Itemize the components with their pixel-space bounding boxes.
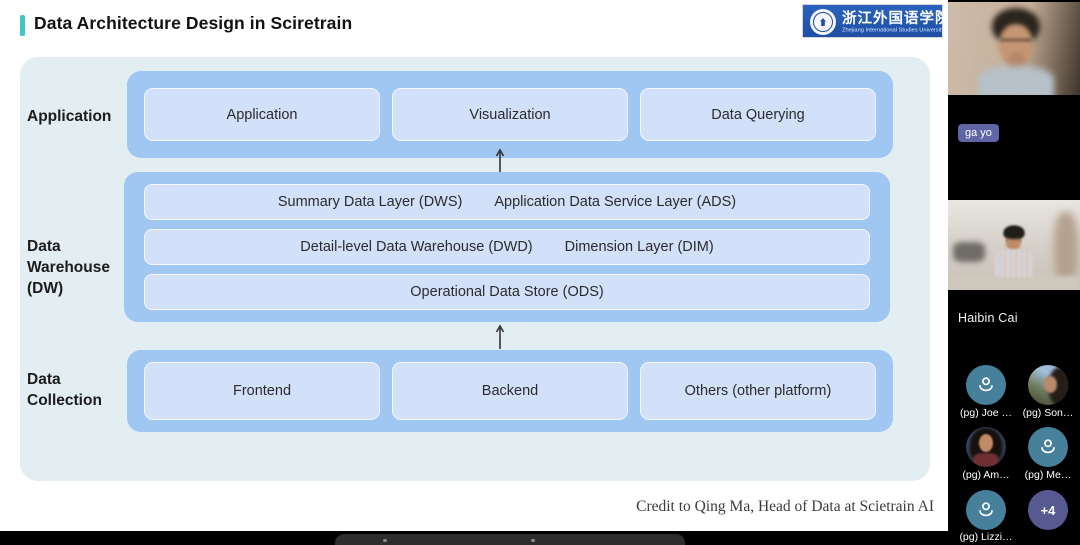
data-collection-row: Frontend Backend Others (other platform)	[127, 350, 893, 432]
diagram-box-frontend: Frontend	[144, 362, 380, 420]
person-icon	[1041, 439, 1055, 454]
row-label-application: Application	[27, 108, 112, 125]
video-person-shirt	[995, 249, 1033, 277]
diagram-box-others: Others (other platform)	[640, 362, 876, 420]
diagram-bar-dws-ads: Summary Data Layer (DWS) Application Dat…	[144, 184, 870, 220]
video-person-glasses	[1001, 38, 1031, 42]
bar-segment: Summary Data Layer (DWS)	[277, 194, 463, 210]
meeting-toolbar-hint[interactable]	[335, 534, 685, 545]
university-logo: 浙江外国语学院 Zhejiang International Studies U…	[802, 4, 951, 38]
diagram-box-backend: Backend	[392, 362, 628, 420]
bottom-strip	[0, 531, 948, 545]
video-tile-haibin-cai[interactable]	[948, 200, 1080, 290]
participant-name-label: (pg) Am…	[962, 469, 1010, 481]
university-emblem-icon	[810, 9, 836, 35]
diagram-box-data-querying: Data Querying	[640, 88, 876, 141]
bar-segment: Operational Data Store (ODS)	[410, 284, 604, 300]
person-icon	[979, 502, 993, 517]
credit-text: Credit to Qing Ma, Head of Data at Sciet…	[636, 498, 934, 515]
avatar-joe[interactable]	[966, 365, 1006, 405]
arrow-up-icon	[495, 148, 505, 173]
video-background-object	[953, 242, 985, 262]
avatar-photo	[973, 453, 999, 467]
participant-name-label: (pg) Lizzi…	[959, 531, 1013, 543]
video-tile-ga-yo[interactable]	[948, 2, 1080, 95]
avatar-son[interactable]	[1028, 365, 1068, 405]
arrow-up-icon	[495, 324, 505, 349]
participant-name-badge: ga yo	[958, 124, 999, 142]
video-desk	[948, 276, 1080, 290]
row-label-data-collection: Data Collection	[27, 371, 102, 409]
avatar-me[interactable]	[1028, 427, 1068, 467]
bar-segment: Detail-level Data Warehouse (DWD)	[300, 239, 533, 255]
bar-segment: Dimension Layer (DIM)	[564, 239, 714, 255]
title-accent-bar	[20, 15, 25, 36]
overflow-count-badge[interactable]: +4	[1028, 490, 1068, 530]
avatar-lizzi[interactable]	[966, 490, 1006, 530]
video-person-hair	[1004, 226, 1024, 239]
participant-name-label: (pg) Joe …	[960, 407, 1012, 419]
participant-name-label: (pg) Me…	[1024, 469, 1072, 481]
toolbar-icon	[531, 539, 535, 542]
row-label-data-warehouse: Data Warehouse (DW)	[27, 238, 110, 297]
shared-slide: Data Architecture Design in Sciretrain 浙…	[0, 0, 948, 531]
participant-name-label: Haibin Cai	[958, 311, 1018, 325]
participant-video	[948, 200, 1080, 290]
toolbar-icon	[383, 539, 387, 542]
video-person-shirt	[978, 66, 1054, 95]
diagram-bar-ods: Operational Data Store (ODS)	[144, 274, 870, 310]
avatar-am[interactable]	[966, 427, 1006, 467]
person-icon	[979, 377, 993, 392]
diagram-bar-dwd-dim: Detail-level Data Warehouse (DWD) Dimens…	[144, 229, 870, 265]
participants-sidebar: ga yo Hai	[948, 0, 1080, 545]
diagram-box-application: Application	[144, 88, 380, 141]
data-warehouse-row: Summary Data Layer (DWS) Application Dat…	[124, 172, 890, 322]
university-name-cn: 浙江外国语学院	[842, 11, 951, 27]
application-row: Application Visualization Data Querying	[127, 71, 893, 158]
participant-name-label: (pg) Son…	[1022, 407, 1074, 419]
page-title: Data Architecture Design in Sciretrain	[34, 13, 353, 33]
participant-video	[948, 2, 1080, 95]
avatar-photo	[1044, 376, 1057, 393]
video-background-person	[1054, 212, 1078, 284]
university-name-en: Zhejiang International Studies Universit…	[842, 27, 945, 34]
avatar-photo	[979, 434, 993, 452]
diagram-box-visualization: Visualization	[392, 88, 628, 141]
bar-segment: Application Data Service Layer (ADS)	[494, 194, 737, 210]
